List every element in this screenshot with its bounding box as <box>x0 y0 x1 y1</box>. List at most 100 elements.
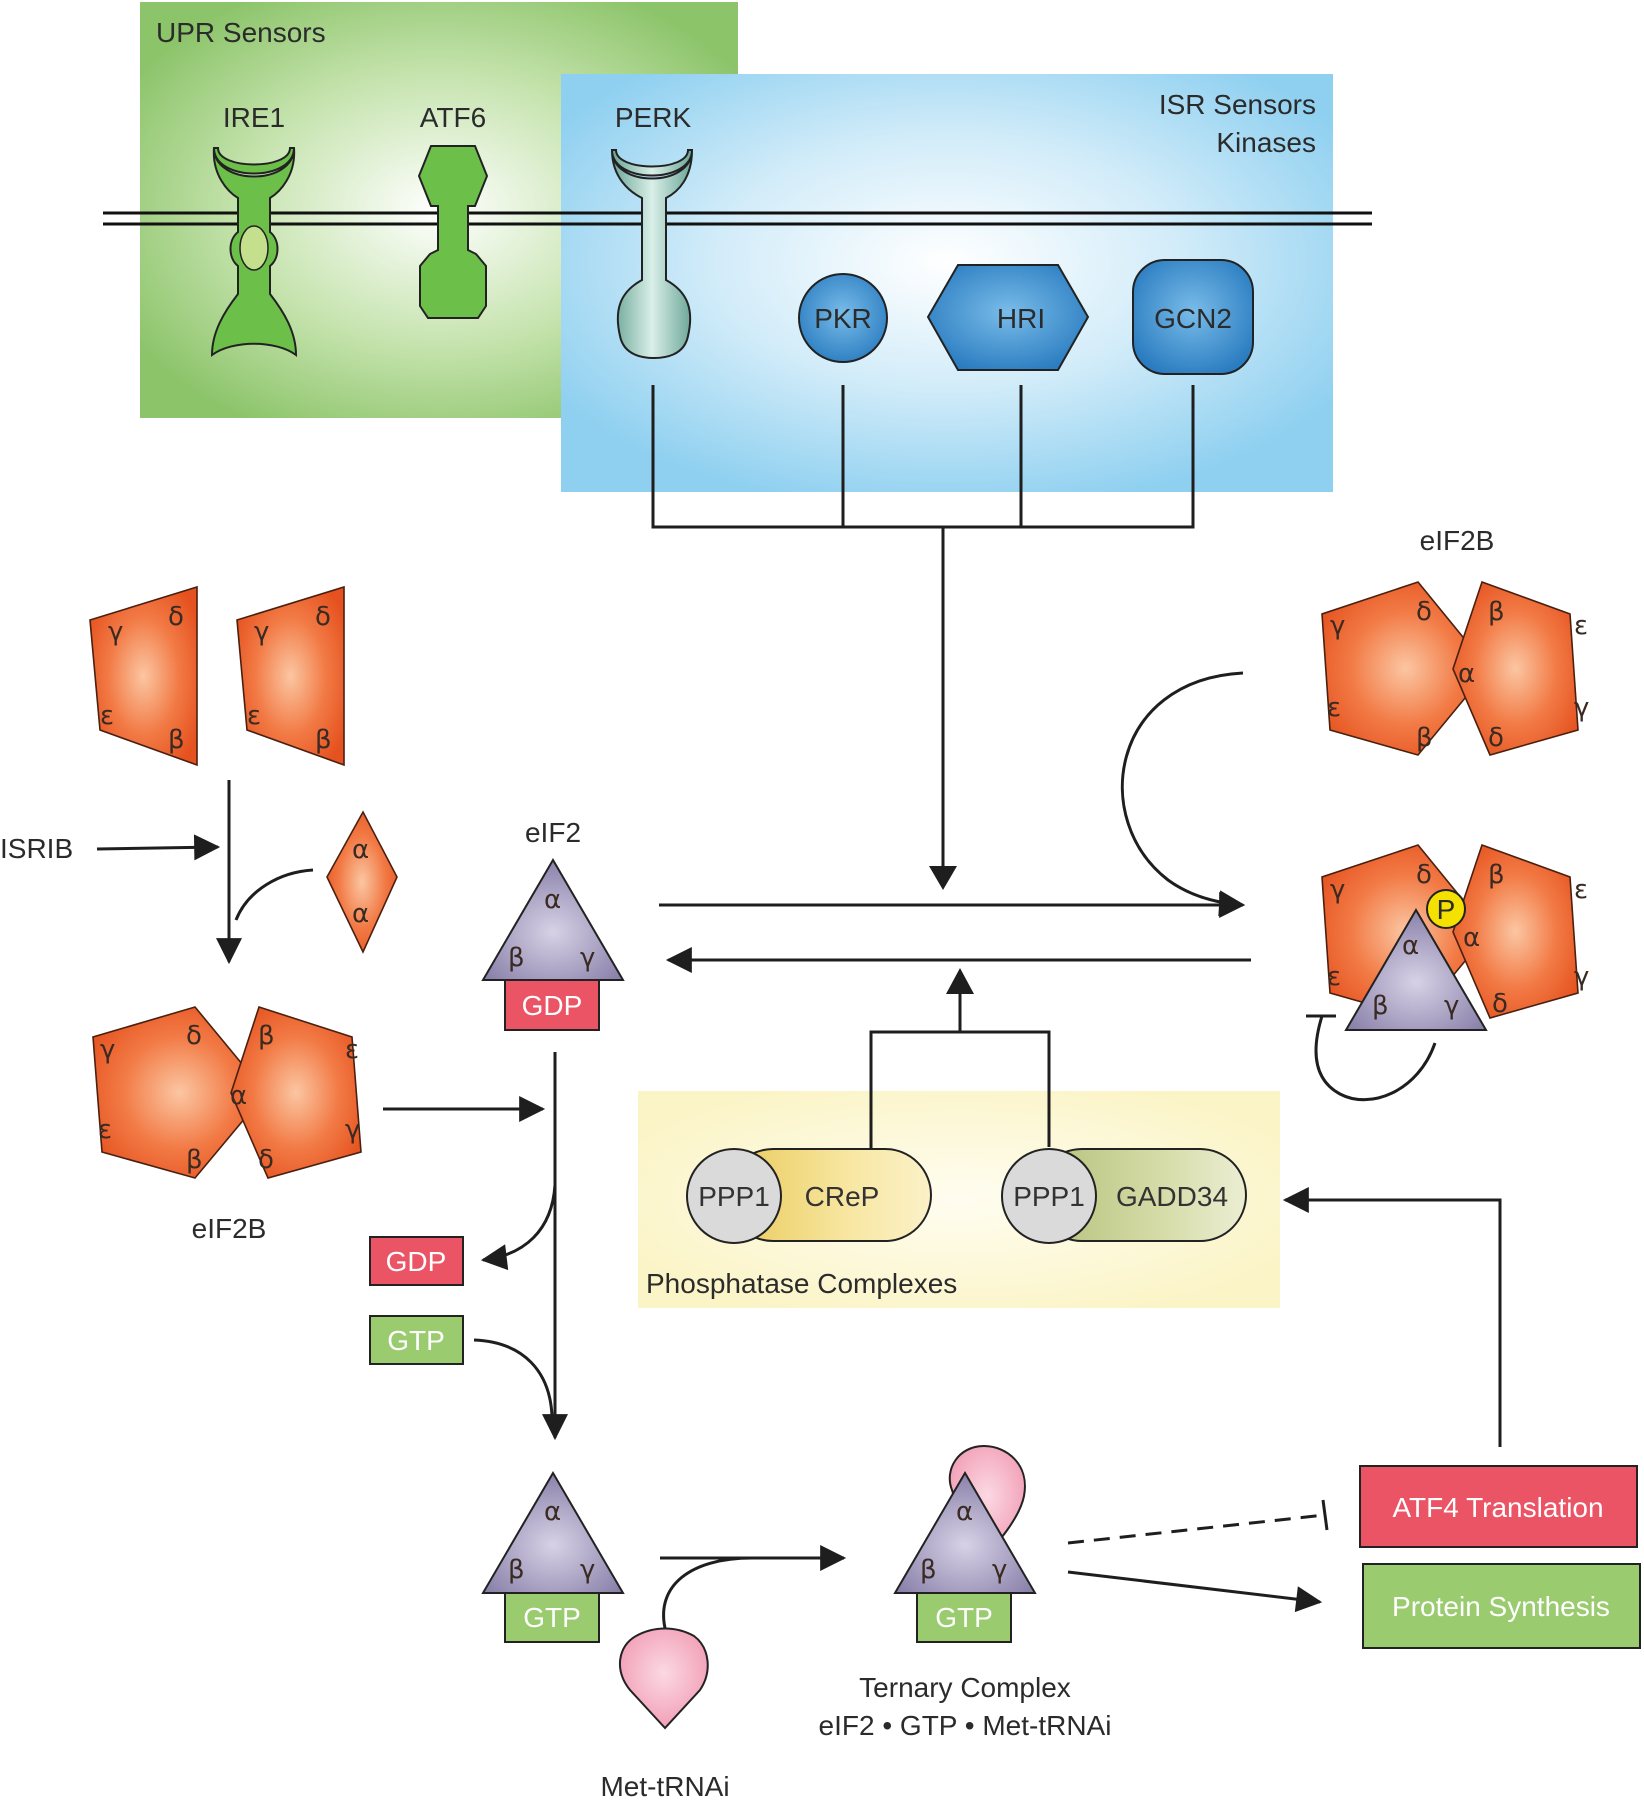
subunit-alpha: α <box>956 1497 973 1527</box>
ternary-composition-label: eIF2 • GTP • Met-tRNAi <box>819 1710 1112 1741</box>
atf6-label: ATF6 <box>420 102 486 133</box>
isrib-arrow <box>96 834 221 861</box>
met-trna-icon <box>618 1627 709 1730</box>
ire1-label: IRE1 <box>223 102 285 133</box>
subunit-beta: β <box>508 1555 525 1585</box>
ppp1-crep-subunit <box>686 1148 782 1244</box>
phosphatase-complexes-label: Phosphatase Complexes <box>646 1268 957 1299</box>
subunit-alpha: α <box>544 1497 561 1527</box>
atf4-inhibition-bar <box>1321 1499 1329 1531</box>
subunit-gamma: γ <box>345 1115 360 1145</box>
subunit-gamma: γ <box>108 617 123 647</box>
protein-synthesis-arrow <box>1067 1570 1323 1613</box>
subunit-beta: β <box>186 1145 203 1175</box>
subunit-delta: δ <box>315 602 331 632</box>
ire1-transmembrane-segment <box>239 225 269 271</box>
eif2-gdp-label: GDP <box>522 990 583 1021</box>
subunit-epsilon: ε <box>1574 875 1588 905</box>
gadd34-label: GADD34 <box>1116 1181 1228 1212</box>
subunit-gamma: γ <box>1330 875 1345 905</box>
phosphate-label: P <box>1437 894 1456 925</box>
subunit-epsilon: ε <box>100 701 114 731</box>
subunit-beta: β <box>920 1555 937 1585</box>
incoming-gtp-box <box>369 1315 464 1365</box>
gdp-release-arrow <box>480 1184 557 1271</box>
hri-kinase-icon <box>926 264 1090 371</box>
subunit-delta: δ <box>1416 860 1432 890</box>
phospho-eif2-trimer <box>1344 908 1488 1031</box>
subunit-beta: β <box>258 1021 275 1051</box>
eif2-gdp-trimer <box>481 858 625 981</box>
subunit-gamma: γ <box>580 943 595 973</box>
phosphate-icon <box>1426 889 1466 929</box>
ternary-complex-label: Ternary Complex <box>859 1672 1071 1703</box>
ppp1-gadd34-label: PPP1 <box>1013 1181 1085 1212</box>
subunit-epsilon: ε <box>1327 962 1341 992</box>
subunit-gamma: γ <box>1330 611 1345 641</box>
eif2-gtp-box <box>504 1592 600 1643</box>
subunit-gamma: γ <box>254 617 269 647</box>
atf6-sensor-icon <box>417 145 489 319</box>
atf4-inhibition-line <box>1067 1513 1326 1545</box>
protein-synthesis-box <box>1362 1563 1641 1649</box>
subunit-beta: β <box>508 943 525 973</box>
subunit-alpha: α <box>352 835 369 865</box>
gcn2-label: GCN2 <box>1154 303 1232 334</box>
met-trna-binding-curve <box>662 1556 753 1629</box>
released-gdp-label: GDP <box>386 1246 447 1277</box>
ppp1-gadd34-subunit <box>1001 1148 1097 1244</box>
atf4-translation-box <box>1359 1465 1638 1548</box>
subunit-gamma: γ <box>100 1035 115 1065</box>
eif2b-decamer-left <box>92 1005 362 1179</box>
eif2-label: eIF2 <box>525 817 581 848</box>
kinase-convergence-lines <box>651 385 1195 878</box>
phosphatase-arrowhead <box>946 968 974 994</box>
kinase-to-eif2-arrow <box>929 866 957 890</box>
ternary-gtp-box <box>916 1592 1012 1643</box>
eif2b-alpha-dimer <box>326 810 398 954</box>
upr-sensors-label: UPR Sensors <box>156 17 326 48</box>
eif2b-sequestration-arrow <box>1120 671 1246 917</box>
subunit-delta: δ <box>1492 989 1508 1019</box>
subunit-epsilon: ε <box>1574 611 1588 641</box>
subunit-gamma: γ <box>580 1555 595 1585</box>
subunit-gamma: γ <box>1574 693 1589 723</box>
eif2-gtp-label: GTP <box>523 1602 581 1633</box>
subunit-alpha: α <box>544 885 561 915</box>
isr-sensors-label: ISR Sensors <box>1159 89 1316 120</box>
subunit-beta: β <box>168 725 185 755</box>
ternary-gtp-label: GTP <box>935 1602 993 1633</box>
subunit-beta: β <box>1416 723 1433 753</box>
perk-sensor-icon <box>610 149 694 360</box>
atf4-translation-label: ATF4 Translation <box>1392 1492 1603 1523</box>
eif2b-inhibition-curve <box>1314 1015 1437 1102</box>
subunit-beta: β <box>1488 597 1505 627</box>
subunit-alpha: α <box>1458 659 1475 689</box>
crep-label: CReP <box>805 1181 880 1212</box>
hri-label: HRI <box>997 303 1045 334</box>
eif2b-decamer-free <box>1321 580 1579 756</box>
subunit-beta: β <box>1488 860 1505 890</box>
eif2b-subcomplex-right <box>236 585 345 767</box>
subunit-delta: δ <box>186 1021 202 1051</box>
eif2b-subcomplex-left <box>89 585 198 767</box>
subunit-delta: δ <box>258 1145 274 1175</box>
subunit-epsilon: ε <box>247 701 261 731</box>
subunit-gamma: γ <box>1444 991 1459 1021</box>
subunit-alpha: α <box>352 899 369 929</box>
protein-synthesis-label: Protein Synthesis <box>1392 1591 1610 1622</box>
subunit-beta: β <box>315 725 332 755</box>
gcn2-kinase-icon <box>1132 259 1254 375</box>
eif2b-right-label: eIF2B <box>1420 525 1495 556</box>
subunit-alpha: α <box>1402 931 1419 961</box>
eif2-gdp-box <box>504 979 600 1031</box>
eif2b-left-label: eIF2B <box>192 1213 267 1244</box>
subunit-epsilon: ε <box>98 1115 112 1145</box>
met-trna-label: Met-tRNAi <box>600 1771 729 1800</box>
pkr-kinase-icon <box>798 273 888 363</box>
subunit-epsilon: ε <box>1327 693 1341 723</box>
subunit-gamma: γ <box>1574 962 1589 992</box>
isrib-label: ISRIB <box>0 833 73 864</box>
pkr-label: PKR <box>814 303 872 334</box>
